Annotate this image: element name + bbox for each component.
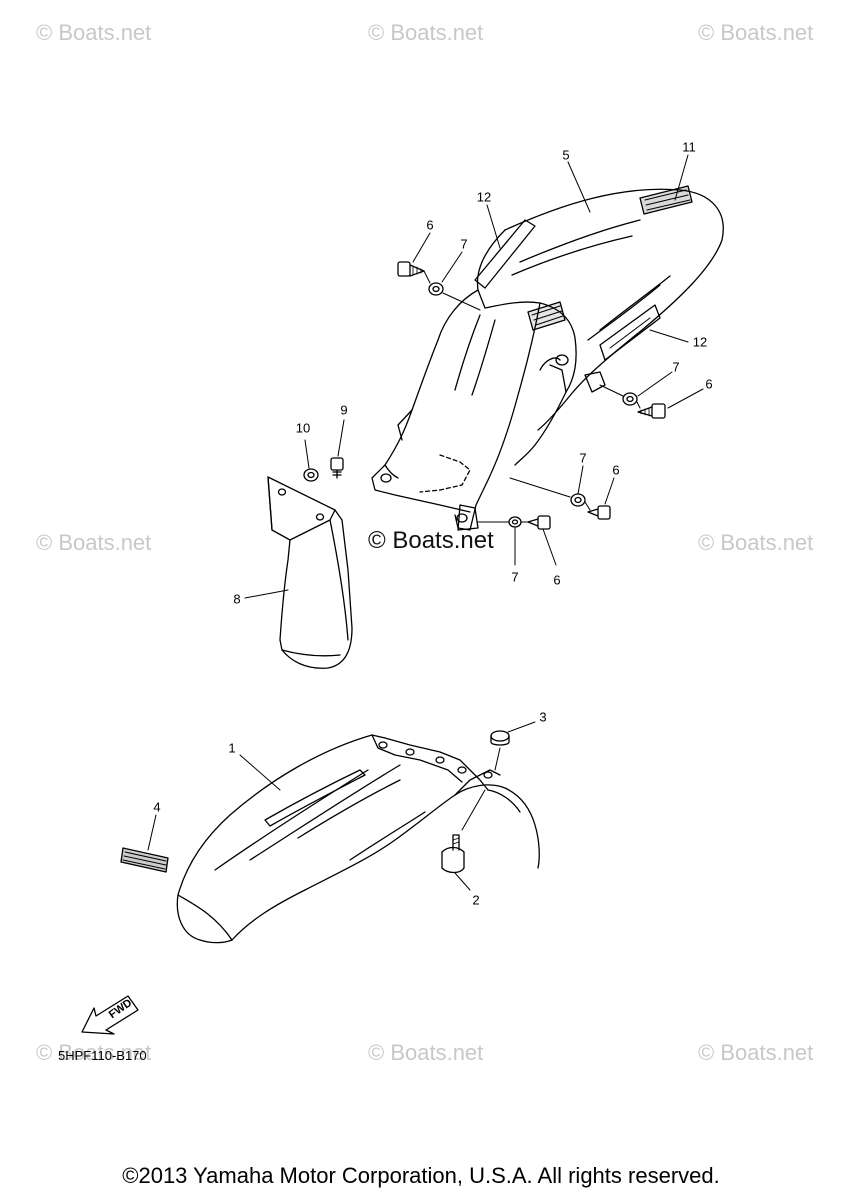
- callout-6d[interactable]: 6: [553, 572, 561, 588]
- washer-10: [303, 468, 319, 482]
- bolt-6d: [527, 515, 551, 530]
- screw-9: [330, 457, 344, 479]
- copyright-notice: ©2013 Yamaha Motor Corporation, U.S.A. A…: [122, 1163, 720, 1188]
- watermark-top-center: © Boats.net: [368, 20, 484, 45]
- callout-11[interactable]: 11: [682, 139, 696, 155]
- watermark-mid-right: © Boats.net: [698, 530, 814, 555]
- mud-flap-part[interactable]: [267, 476, 353, 669]
- reference-code: 5HPF110-B170: [58, 1048, 147, 1063]
- callout-4[interactable]: 4: [153, 799, 161, 815]
- callout-7c[interactable]: 7: [579, 450, 587, 466]
- center-watermark: © Boats.net: [368, 527, 494, 554]
- rear-fender-bolts[interactable]: [397, 261, 666, 530]
- front-assembly-lines: [461, 747, 501, 831]
- rear-fender-part[interactable]: [371, 188, 724, 531]
- watermark-mid-left: © Boats.net: [36, 530, 152, 555]
- callout-6c[interactable]: 6: [612, 462, 620, 478]
- callout-12b[interactable]: 12: [692, 334, 708, 350]
- rear-fender-left-decal[interactable]: [474, 219, 536, 289]
- callout-3[interactable]: 3: [539, 709, 547, 725]
- front-fender-hardware[interactable]: [441, 730, 510, 874]
- collar-7b: [622, 392, 638, 406]
- collar-7a: [428, 282, 444, 296]
- watermark-bottom-center: © Boats.net: [368, 1040, 484, 1065]
- collar-7d: [508, 516, 522, 528]
- rear-fender-top-decal[interactable]: [639, 185, 693, 215]
- bolt-6b: [637, 403, 666, 419]
- front-fender-part[interactable]: [176, 734, 540, 944]
- callout-8[interactable]: 8: [233, 591, 241, 607]
- callout-6a[interactable]: 6: [426, 217, 434, 233]
- mud-flap-hardware[interactable]: [303, 457, 344, 482]
- rear-fender-center-decal[interactable]: [527, 301, 566, 331]
- watermark-bottom-left: © Boats.net: [36, 1040, 152, 1065]
- callout-5[interactable]: 5: [562, 147, 570, 163]
- callout-10[interactable]: 10: [295, 420, 311, 436]
- callout-2[interactable]: 2: [472, 892, 480, 908]
- callout-1[interactable]: 1: [228, 740, 236, 756]
- callout-6b[interactable]: 6: [705, 376, 713, 392]
- bolt-2: [441, 834, 465, 874]
- watermark-top-left: © Boats.net: [36, 20, 152, 45]
- grommet-3: [490, 730, 510, 746]
- callout-7b[interactable]: 7: [672, 359, 680, 375]
- callout-7a[interactable]: 7: [460, 236, 468, 252]
- watermark-bottom-right: © Boats.net: [698, 1040, 814, 1065]
- bolt-6c: [587, 505, 611, 520]
- watermark-top-right: © Boats.net: [698, 20, 814, 45]
- callout-9[interactable]: 9: [340, 402, 348, 418]
- callout-7d[interactable]: 7: [511, 569, 519, 585]
- bolt-6a: [397, 261, 425, 277]
- rear-fender-side-decal[interactable]: [599, 304, 661, 361]
- front-fender-decal[interactable]: [120, 847, 169, 873]
- fwd-arrow-icon: [81, 995, 139, 1035]
- rear-assembly-lines: [423, 270, 641, 523]
- leader-lines: [147, 154, 704, 891]
- collar-7c: [570, 493, 586, 507]
- callout-12a[interactable]: 12: [476, 189, 492, 205]
